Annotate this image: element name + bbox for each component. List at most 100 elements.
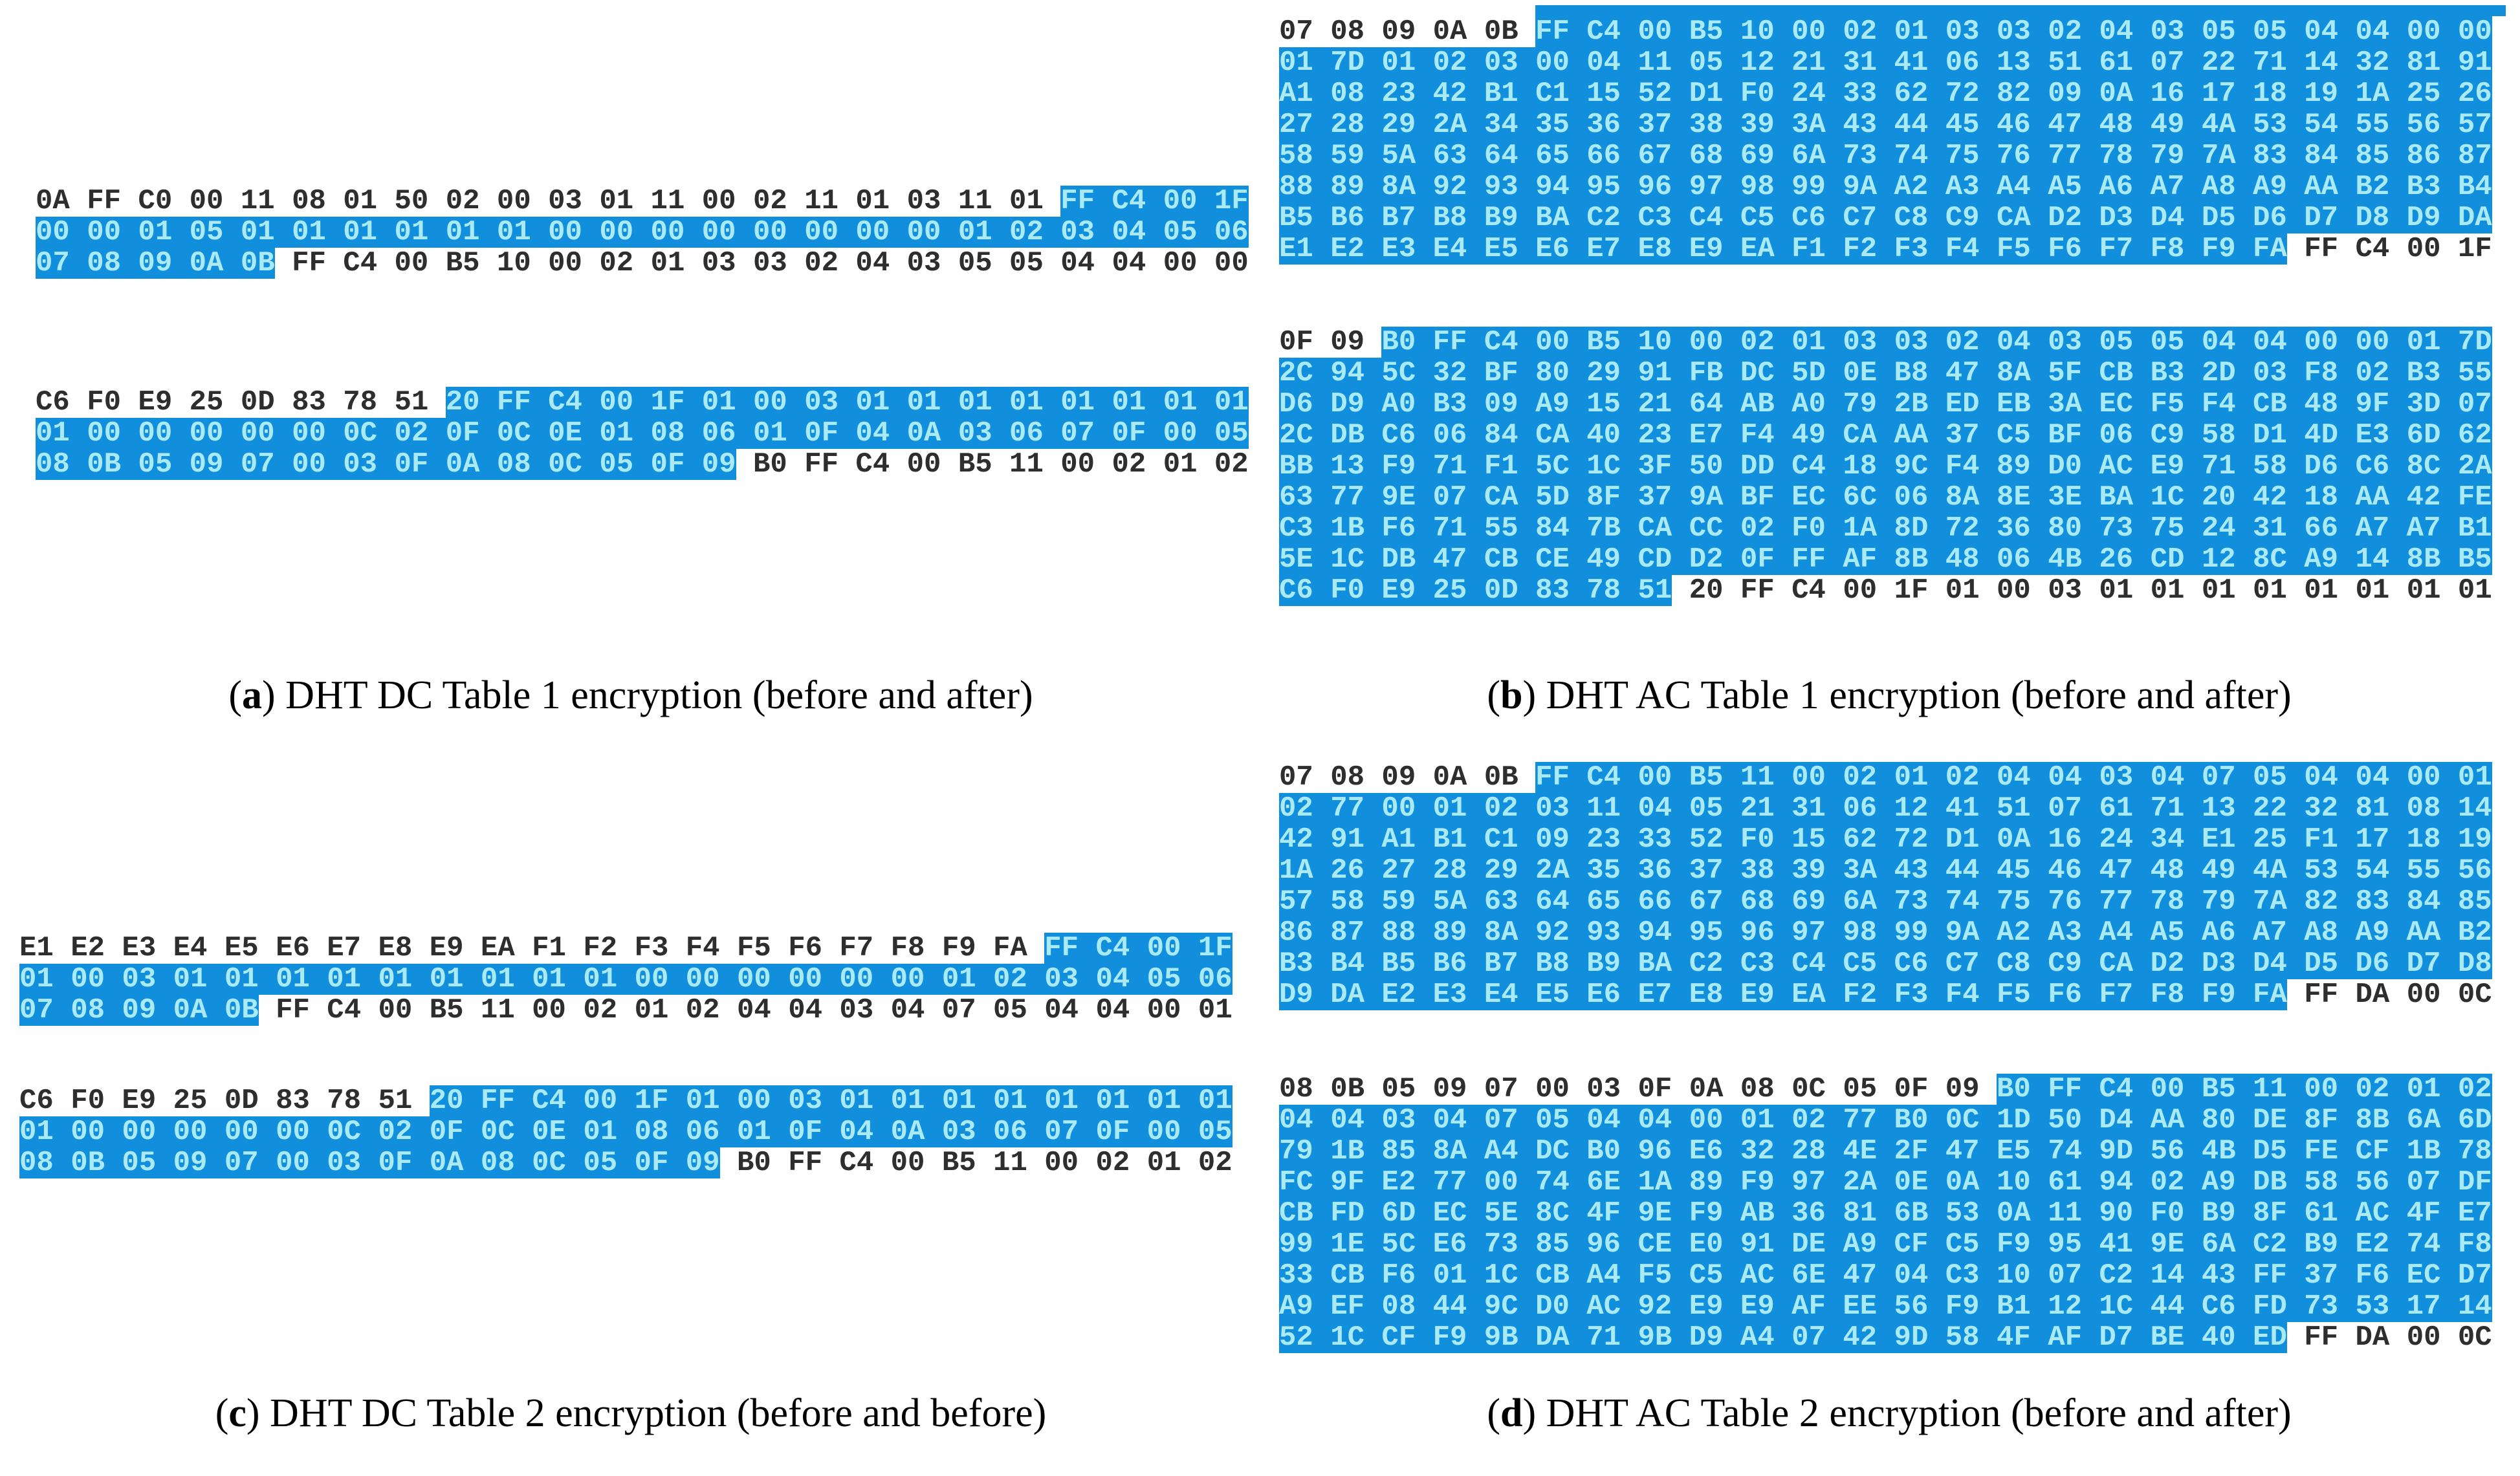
hex-segment-plain: FF DA 00 0C: [2304, 979, 2492, 1011]
hex-segment-highlighted: FF C4 00 B5 10 00 02 01 03 03 02 04 03 0…: [1535, 16, 2492, 48]
hex-row: 01 7D 01 02 03 00 04 11 05 12 21 31 41 0…: [1279, 47, 2492, 78]
caption-open-paren: (: [1487, 673, 1500, 717]
caption-open-paren: (: [215, 1391, 229, 1435]
hex-row: 2C 94 5C 32 BF 80 29 91 FB DC 5D 0E B8 4…: [1279, 358, 2492, 389]
hex-segment-highlighted: 86 87 88 89 8A 92 93 94 95 96 97 98 99 9…: [1279, 917, 2492, 949]
panel-c-hex-block-before: E1 E2 E3 E4 E5 E6 E7 E8 E9 EA F1 F2 F3 F…: [19, 933, 1233, 1026]
hex-segment-highlighted: 08 0B 05 09 07 00 03 0F 0A 08 0C 05 0F 0…: [19, 1147, 720, 1179]
hex-row: 01 00 00 00 00 00 0C 02 0F 0C 0E 01 08 0…: [36, 418, 1249, 449]
hex-row: CB FD 6D EC 5E 8C 4F 9E F9 AB 36 81 6B 5…: [1279, 1198, 2492, 1229]
hex-row: 08 0B 05 09 07 00 03 0F 0A 08 0C 05 0F 0…: [19, 1147, 1233, 1178]
hex-row: 88 89 8A 92 93 94 95 96 97 98 99 9A A2 A…: [1279, 171, 2492, 202]
caption-close-paren: ): [1522, 673, 1546, 717]
hex-segment-highlighted: C3 1B F6 71 55 84 7B CA CC 02 F0 1A 8D 7…: [1279, 512, 2492, 545]
panel-b-hex-block-before: 07 08 09 0A 0B FF C4 00 B5 10 00 02 01 0…: [1279, 16, 2492, 265]
hex-row: 27 28 29 2A 34 35 36 37 38 39 3A 43 44 4…: [1279, 109, 2492, 140]
hex-segment-plain: FF C4 00 B5 10 00 02 01 03 03 02 04 03 0…: [292, 247, 1249, 279]
hex-segment-highlighted: 07 08 09 0A 0B: [19, 994, 259, 1026]
hex-segment-highlighted: FC 9F E2 77 00 74 6E 1A 89 F9 97 2A 0E 0…: [1279, 1166, 2492, 1199]
hex-row: E1 E2 E3 E4 E5 E6 E7 E8 E9 EA F1 F2 F3 F…: [19, 933, 1233, 964]
hex-segment-highlighted: FF C4 00 1F: [1060, 185, 1249, 217]
hex-segment-highlighted: CB FD 6D EC 5E 8C 4F 9E F9 AB 36 81 6B 5…: [1279, 1197, 2492, 1230]
hex-segment-highlighted: 07 08 09 0A 0B: [36, 247, 275, 279]
hex-segment-gap: [2287, 233, 2304, 265]
hex-segment-plain: C6 F0 E9 25 0D 83 78 51: [19, 1085, 413, 1117]
hex-segment-highlighted: 01 00 03 01 01 01 01 01 01 01 01 01 00 0…: [19, 963, 1233, 995]
hex-row: 79 1B 85 8A A4 DC B0 96 E6 32 28 4E 2F 4…: [1279, 1136, 2492, 1167]
panel-c-hex-block-after: C6 F0 E9 25 0D 83 78 51 20 FF C4 00 1F 0…: [19, 1085, 1233, 1178]
hex-row: 42 91 A1 B1 C1 09 23 33 52 F0 15 62 72 D…: [1279, 824, 2492, 855]
hex-segment-highlighted: 04 04 03 04 07 05 04 04 00 01 02 77 B0 0…: [1279, 1104, 2492, 1136]
hex-row: 1A 26 27 28 29 2A 35 36 37 38 39 3A 43 4…: [1279, 855, 2492, 886]
hex-segment-plain: FF DA 00 0C: [2304, 1321, 2492, 1354]
hex-segment-highlighted: 58 59 5A 63 64 65 66 67 68 69 6A 73 74 7…: [1279, 140, 2492, 172]
hex-segment-highlighted: B0 FF C4 00 B5 11 00 02 01 02: [1996, 1073, 2492, 1105]
hex-row: B5 B6 B7 B8 B9 BA C2 C3 C4 C5 C6 C7 C8 C…: [1279, 202, 2492, 233]
hex-row: 07 08 09 0A 0B FF C4 00 B5 10 00 02 01 0…: [36, 248, 1249, 279]
hex-row: B3 B4 B5 B6 B7 B8 B9 BA C2 C3 C4 C5 C6 C…: [1279, 948, 2492, 979]
hex-segment-highlighted: D6 D9 A0 B3 09 A9 15 21 64 AB A0 79 2B E…: [1279, 388, 2492, 420]
hex-row: A9 EF 08 44 9C D0 AC 92 E9 E9 AF EE 56 F…: [1279, 1291, 2492, 1322]
hex-segment-plain: 0F 09: [1279, 326, 1365, 358]
hex-segment-highlighted: FF C4 00 1F: [1044, 932, 1233, 964]
hex-row: 57 58 59 5A 63 64 65 66 67 68 69 6A 73 7…: [1279, 886, 2492, 917]
panel-a-hex-block-before: 0A FF C0 00 11 08 01 50 02 00 03 01 11 0…: [36, 186, 1249, 279]
hex-segment-plain: C6 F0 E9 25 0D 83 78 51: [36, 386, 429, 418]
caption-panel-c: (c) DHT DC Table 2 encryption (before an…: [0, 1391, 1262, 1437]
hex-segment-highlighted: 2C DB C6 06 84 CA 40 23 E7 F4 49 CA AA 3…: [1279, 419, 2492, 451]
hex-segment-gap: [720, 1147, 737, 1178]
hex-row: FC 9F E2 77 00 74 6E 1A 89 F9 97 2A 0E 0…: [1279, 1167, 2492, 1198]
hex-segment-highlighted: 79 1B 85 8A A4 DC B0 96 E6 32 28 4E 2F 4…: [1279, 1135, 2492, 1167]
hex-segment-highlighted: 88 89 8A 92 93 94 95 96 97 98 99 9A A2 A…: [1279, 171, 2492, 203]
hex-segment-highlighted: D9 DA E2 E3 E4 E5 E6 E7 E8 E9 EA F2 F3 F…: [1279, 979, 2287, 1011]
hex-row: D6 D9 A0 B3 09 A9 15 21 64 AB A0 79 2B E…: [1279, 389, 2492, 420]
hex-segment-highlighted: 00 00 01 05 01 01 01 01 01 01 00 00 00 0…: [36, 216, 1249, 248]
caption-panel-d: (d) DHT AC Table 2 encryption (before an…: [1258, 1391, 2520, 1437]
hex-segment-highlighted: B0 FF C4 00 B5 10 00 02 01 03 03 02 04 0…: [1381, 326, 2492, 358]
hex-row: 99 1E 5C E6 73 85 96 CE E0 91 DE A9 CF C…: [1279, 1229, 2492, 1260]
hex-segment-plain: FF C4 00 1F: [2304, 233, 2492, 265]
hex-segment-plain: 07 08 09 0A 0B: [1279, 761, 1518, 794]
hex-segment-highlighted: 5E 1C DB 47 CB CE 49 CD D2 0F FF AF 8B 4…: [1279, 543, 2492, 576]
hex-row: C6 F0 E9 25 0D 83 78 51 20 FF C4 00 1F 0…: [19, 1085, 1233, 1116]
hex-segment-highlighted: 2C 94 5C 32 BF 80 29 91 FB DC 5D 0E B8 4…: [1279, 357, 2492, 389]
hex-segment-highlighted: 52 1C CF F9 9B DA 71 9B D9 A4 07 42 9D 5…: [1279, 1321, 2287, 1354]
hex-row: 33 CB F6 01 1C CB A4 F5 C5 AC 6E 47 04 C…: [1279, 1260, 2492, 1291]
hex-segment-gap: [1364, 327, 1381, 358]
hex-segment-highlighted: 33 CB F6 01 1C CB A4 F5 C5 AC 6E 47 04 C…: [1279, 1259, 2492, 1292]
hex-segment-gap: [275, 248, 292, 279]
clipped-hex-row-strip: [1535, 5, 2506, 16]
hex-row: 04 04 03 04 07 05 04 04 00 01 02 77 B0 0…: [1279, 1105, 2492, 1136]
hex-segment-gap: [2287, 1322, 2304, 1353]
hex-segment-highlighted: FF C4 00 B5 11 00 02 01 02 04 04 03 04 0…: [1535, 761, 2492, 794]
hex-row: D9 DA E2 E3 E4 E5 E6 E7 E8 E9 EA F2 F3 F…: [1279, 979, 2492, 1010]
hex-segment-highlighted: 42 91 A1 B1 C1 09 23 33 52 F0 15 62 72 D…: [1279, 823, 2492, 856]
hex-row: 08 0B 05 09 07 00 03 0F 0A 08 0C 05 0F 0…: [1279, 1074, 2492, 1105]
caption-label: c: [228, 1391, 247, 1435]
hex-row: 01 00 00 00 00 00 0C 02 0F 0C 0E 01 08 0…: [19, 1116, 1233, 1147]
caption-label: b: [1500, 673, 1523, 717]
hex-segment-gap: [1518, 16, 1535, 47]
hex-row: 07 08 09 0A 0B FF C4 00 B5 10 00 02 01 0…: [1279, 16, 2492, 47]
hex-segment-plain: E1 E2 E3 E4 E5 E6 E7 E8 E9 EA F1 F2 F3 F…: [19, 932, 1027, 964]
hex-segment-gap: [1672, 575, 1689, 606]
hex-segment-gap: [1044, 186, 1060, 217]
hex-row: 02 77 00 01 02 03 11 04 05 21 31 06 12 4…: [1279, 793, 2492, 824]
hex-segment-highlighted: 63 77 9E 07 CA 5D 8F 37 9A BF EC 6C 06 8…: [1279, 481, 2492, 514]
caption-text: DHT AC Table 2 encryption (before and af…: [1546, 1391, 2292, 1435]
hex-segment-highlighted: 01 00 00 00 00 00 0C 02 0F 0C 0E 01 08 0…: [19, 1116, 1233, 1148]
hex-segment-highlighted: 02 77 00 01 02 03 11 04 05 21 31 06 12 4…: [1279, 792, 2492, 825]
caption-panel-a: (a) DHT DC Table 1 encryption (before an…: [0, 673, 1262, 719]
hex-segment-plain: 0A FF C0 00 11 08 01 50 02 00 03 01 11 0…: [36, 185, 1044, 217]
hex-segment-highlighted: C6 F0 E9 25 0D 83 78 51: [1279, 574, 1672, 607]
hex-segment-gap: [736, 449, 753, 480]
hex-segment-highlighted: B3 B4 B5 B6 B7 B8 B9 BA C2 C3 C4 C5 C6 C…: [1279, 948, 2492, 980]
hex-segment-plain: 07 08 09 0A 0B: [1279, 16, 1518, 48]
caption-close-paren: ): [1522, 1391, 1546, 1435]
hex-segment-highlighted: 20 FF C4 00 1F 01 00 03 01 01 01 01 01 0…: [445, 386, 1249, 418]
caption-text: DHT DC Table 2 encryption (before and be…: [270, 1391, 1047, 1435]
hex-segment-gap: [2287, 979, 2304, 1010]
hex-segment-plain: B0 FF C4 00 B5 11 00 02 01 02: [752, 448, 1249, 481]
hex-row: 08 0B 05 09 07 00 03 0F 0A 08 0C 05 0F 0…: [36, 449, 1249, 480]
